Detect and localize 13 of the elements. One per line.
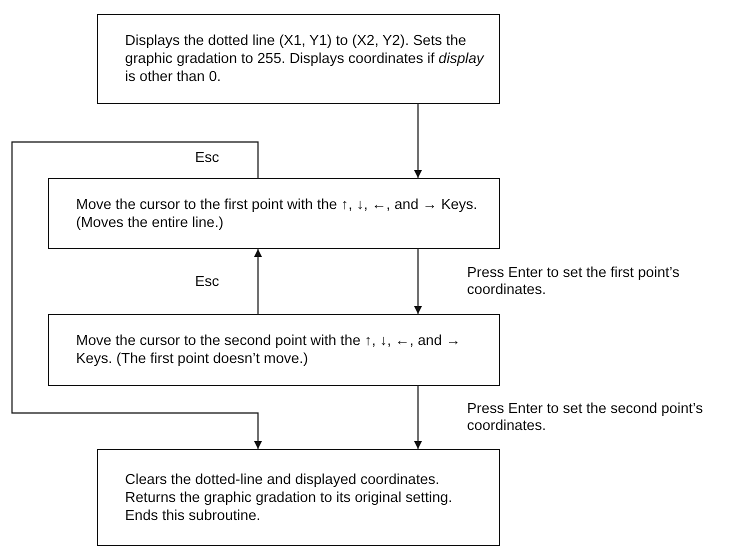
step-text: Clears the dotted-line and displayed coordinates. Returns the graphic gradation to its original setting. Ends this subroutine. [125,470,454,524]
process-box [97,449,500,546]
arrow [254,249,262,314]
arrow [414,386,422,449]
step-text: Move the cursor to the second point with the ↑, ↓, ←, and → Keys. (The first point doesn’t move.) [76,332,462,368]
arrow [11,141,262,449]
process-box [97,14,500,104]
process-box [48,314,500,386]
arrow [414,104,422,178]
process-box [48,178,500,249]
step-text: Move the cursor to the first point with the ↑, ↓, ←, and → Keys. (Moves the entire line.) [76,196,478,232]
step-text: Displays the dotted line (X1, Y1) to (X2, Y2). Sets the graphic gradation to 255. Displays coordinates if display is other than 0. [125,32,485,86]
arrow [414,249,422,314]
